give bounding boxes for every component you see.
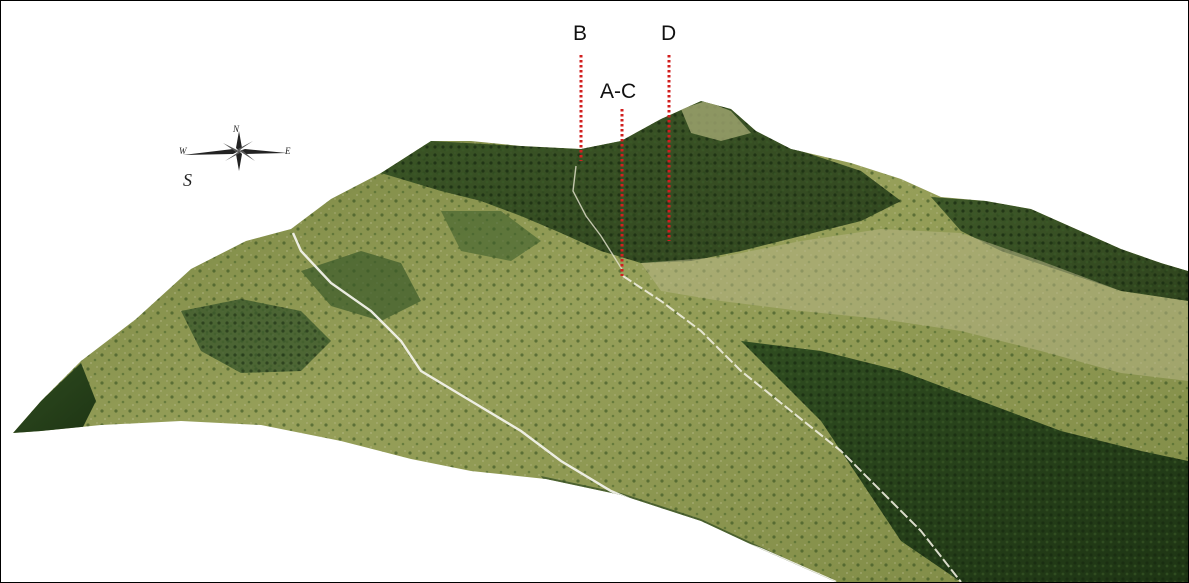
compass-rose: N E W S xyxy=(173,123,303,193)
compass-east-label: E xyxy=(285,146,291,156)
marker-label-b: B xyxy=(573,22,588,45)
compass-icon xyxy=(183,131,287,171)
compass-west-label: W xyxy=(179,146,187,156)
marker-label-ac: A-C xyxy=(600,80,637,103)
compass-north-label: N xyxy=(233,124,240,134)
marker-label-d: D xyxy=(661,22,677,45)
compass-south-label: S xyxy=(183,170,192,190)
